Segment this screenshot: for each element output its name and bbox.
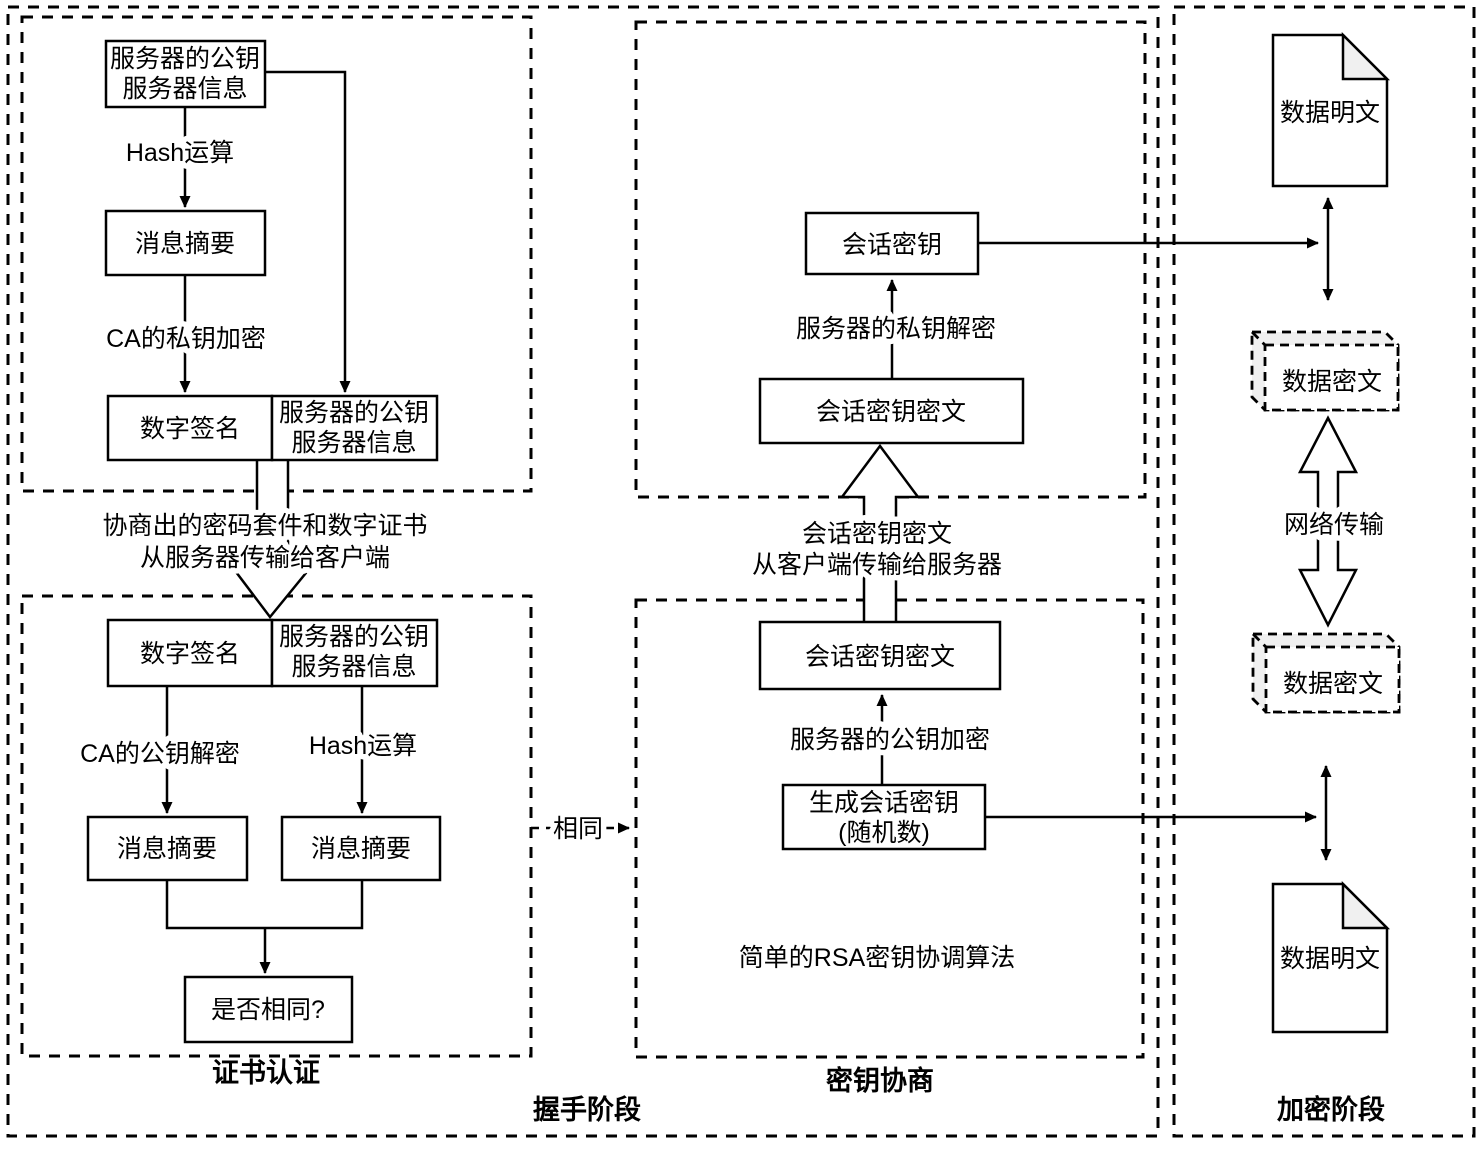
- section-encryption-phase: 加密阶段: [1277, 1094, 1385, 1125]
- box-server-pubkey-info-1: [104, 39, 267, 109]
- box-server-pubkey-info-1-line1: 服务器的公钥: [110, 45, 260, 73]
- block-arrow-network-transfer: [1297, 415, 1359, 628]
- cube-ciphertext-top-face: [1263, 343, 1400, 412]
- label-rsa-note: 简单的RSA密钥协调算法: [739, 944, 1015, 972]
- box-generate-session-key-line1: 生成会话密钥: [809, 789, 959, 817]
- label-server-public-encrypt: 服务器的公钥加密: [790, 726, 990, 754]
- label-same: 相同: [553, 815, 603, 843]
- box-digital-signature-2-label: 数字签名: [140, 640, 240, 668]
- label-ca-private-encrypt: CA的私钥加密: [106, 325, 266, 353]
- box-server-pubkey-info-2-line2: 服务器信息: [291, 429, 416, 457]
- box-digital-signature-1: [106, 394, 274, 462]
- box-generate-session-key-line2: (随机数): [838, 819, 930, 847]
- box-server-pubkey-info-2-line1: 服务器的公钥: [279, 399, 429, 427]
- label-ca-public-decrypt: CA的公钥解密: [80, 740, 240, 768]
- box-message-digest-3: [280, 815, 442, 882]
- box-session-key-cipher-top: [758, 377, 1025, 445]
- box-message-digest-1-label: 消息摘要: [135, 230, 235, 258]
- box-server-pubkey-info-3-line2: 服务器信息: [291, 653, 416, 681]
- label-hash-operation-1: Hash运算: [126, 139, 234, 167]
- box-digital-signature-1-label: 数字签名: [140, 415, 240, 443]
- box-message-digest-2: [86, 815, 249, 882]
- block-arrow-key-transfer: [839, 443, 921, 622]
- label-server-private-decrypt: 服务器的私钥解密: [796, 315, 996, 343]
- label-cert-transfer-line2: 从服务器传输给客户端: [140, 544, 390, 572]
- box-session-key-cipher-bottom: [758, 620, 1002, 691]
- cube-ciphertext-top-label: 数据密文: [1282, 368, 1382, 396]
- cert-generation-container: [20, 15, 533, 493]
- box-server-pubkey-info-2: [270, 394, 439, 462]
- section-handshake-phase: 握手阶段: [533, 1095, 641, 1125]
- box-message-digest-1: [104, 209, 267, 277]
- connector-digest-join: [165, 880, 364, 930]
- document-plaintext-top-label: 数据明文: [1280, 99, 1380, 127]
- document-plaintext-bottom-label: 数据明文: [1280, 945, 1380, 973]
- cube-ciphertext-bottom-label: 数据密文: [1283, 670, 1383, 698]
- label-hash-operation-2: Hash运算: [309, 732, 417, 760]
- section-cert-auth: 证书认证: [212, 1058, 320, 1088]
- box-server-pubkey-info-3-line1: 服务器的公钥: [279, 623, 429, 651]
- label-network-transfer: 网络传输: [1284, 511, 1384, 539]
- box-digital-signature-2: [106, 618, 274, 688]
- box-message-digest-3-label: 消息摘要: [311, 835, 411, 863]
- box-session-key-label: 会话密钥: [842, 231, 942, 259]
- cert-auth-container: [20, 594, 533, 1058]
- label-cert-transfer-line1: 协商出的密码套件和数字证书: [102, 512, 427, 540]
- block-arrow-cert-transfer: [230, 460, 313, 620]
- key-decrypt-container: [634, 20, 1147, 499]
- box-server-pubkey-info-3: [270, 618, 439, 688]
- label-key-transfer-line2: 从客户端传输给服务器: [752, 551, 1002, 579]
- arrow-pubkey-copy: [265, 70, 351, 393]
- cube-ciphertext-bottom-edge: [1252, 633, 1267, 648]
- section-key-negotiation: 密钥协商: [826, 1065, 934, 1096]
- encryption-phase-container: [1172, 5, 1476, 1138]
- box-generate-session-key: [781, 783, 987, 851]
- document-fold-top-icon: [1341, 31, 1391, 81]
- box-session-key-cipher-bottom-label: 会话密钥密文: [805, 643, 955, 671]
- box-session-key: [804, 211, 980, 276]
- box-server-pubkey-info-1-line2: 服务器信息: [122, 75, 247, 103]
- cube-ciphertext-top-edge: [1251, 331, 1266, 346]
- cube-ciphertext-bottom-face: [1264, 645, 1401, 714]
- document-fold-bottom-icon: [1341, 880, 1391, 930]
- box-is-same: [183, 975, 354, 1044]
- box-is-same-label: 是否相同?: [211, 996, 325, 1024]
- box-message-digest-2-label: 消息摘要: [117, 835, 217, 863]
- box-session-key-cipher-top-label: 会话密钥密文: [816, 398, 966, 426]
- label-key-transfer-line1: 会话密钥密文: [802, 520, 952, 548]
